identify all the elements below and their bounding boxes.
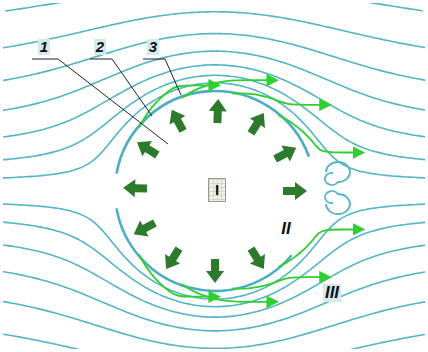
callout-number: 2 (94, 39, 106, 56)
flow-arrow (139, 255, 218, 297)
leader-line (143, 59, 181, 95)
zone-fill (118, 94, 312, 288)
radial-arrow (248, 113, 265, 136)
boundary-line (117, 208, 292, 291)
flow-arrow (279, 229, 363, 266)
radial-arrows (123, 99, 307, 283)
zone-label: III (323, 284, 341, 303)
streamline (3, 12, 425, 49)
particle (153, 127, 281, 255)
flow-arrow (279, 115, 363, 152)
leader-line (32, 59, 168, 144)
core-circle: I (152, 126, 282, 256)
boundary-line (117, 91, 309, 174)
flow-arrow (232, 277, 329, 288)
region-ground (3, 3, 425, 349)
streamline (3, 334, 425, 349)
radial-arrow (165, 247, 182, 270)
zone-label: I (208, 178, 226, 203)
callout-number: 1 (38, 39, 50, 56)
streamline (3, 83, 425, 178)
flow-arrow (232, 93, 329, 104)
streamline (3, 301, 425, 349)
leader-lines (32, 59, 181, 144)
zone-label: II (281, 220, 290, 239)
streamline (3, 222, 425, 307)
leader-line (90, 59, 152, 116)
vortex (325, 162, 350, 185)
streamline (3, 244, 425, 317)
vortex (325, 191, 350, 214)
radial-arrow (170, 110, 187, 133)
flow-region-outline (3, 3, 425, 349)
streamline (3, 204, 425, 299)
radial-arrow (248, 247, 265, 270)
streamline (3, 3, 425, 12)
streamline (3, 75, 425, 160)
zone-circle: III (118, 94, 312, 288)
radial-arrow (134, 219, 157, 236)
flow-region: IIIIII (3, 3, 425, 349)
streamline (3, 51, 425, 111)
streamline (3, 65, 425, 138)
callout-number: 3 (147, 39, 159, 56)
radial-arrow (273, 146, 296, 163)
radial-arrow (283, 182, 307, 200)
radial-arrow (209, 99, 227, 123)
streamlines (3, 3, 425, 349)
boundary-layer (117, 91, 309, 291)
wake-vortices (325, 162, 350, 214)
radial-arrow (123, 179, 147, 197)
streamline (3, 34, 425, 82)
radial-arrow (206, 259, 224, 283)
radial-arrow (137, 141, 160, 158)
green-flow-arrows (139, 80, 363, 302)
